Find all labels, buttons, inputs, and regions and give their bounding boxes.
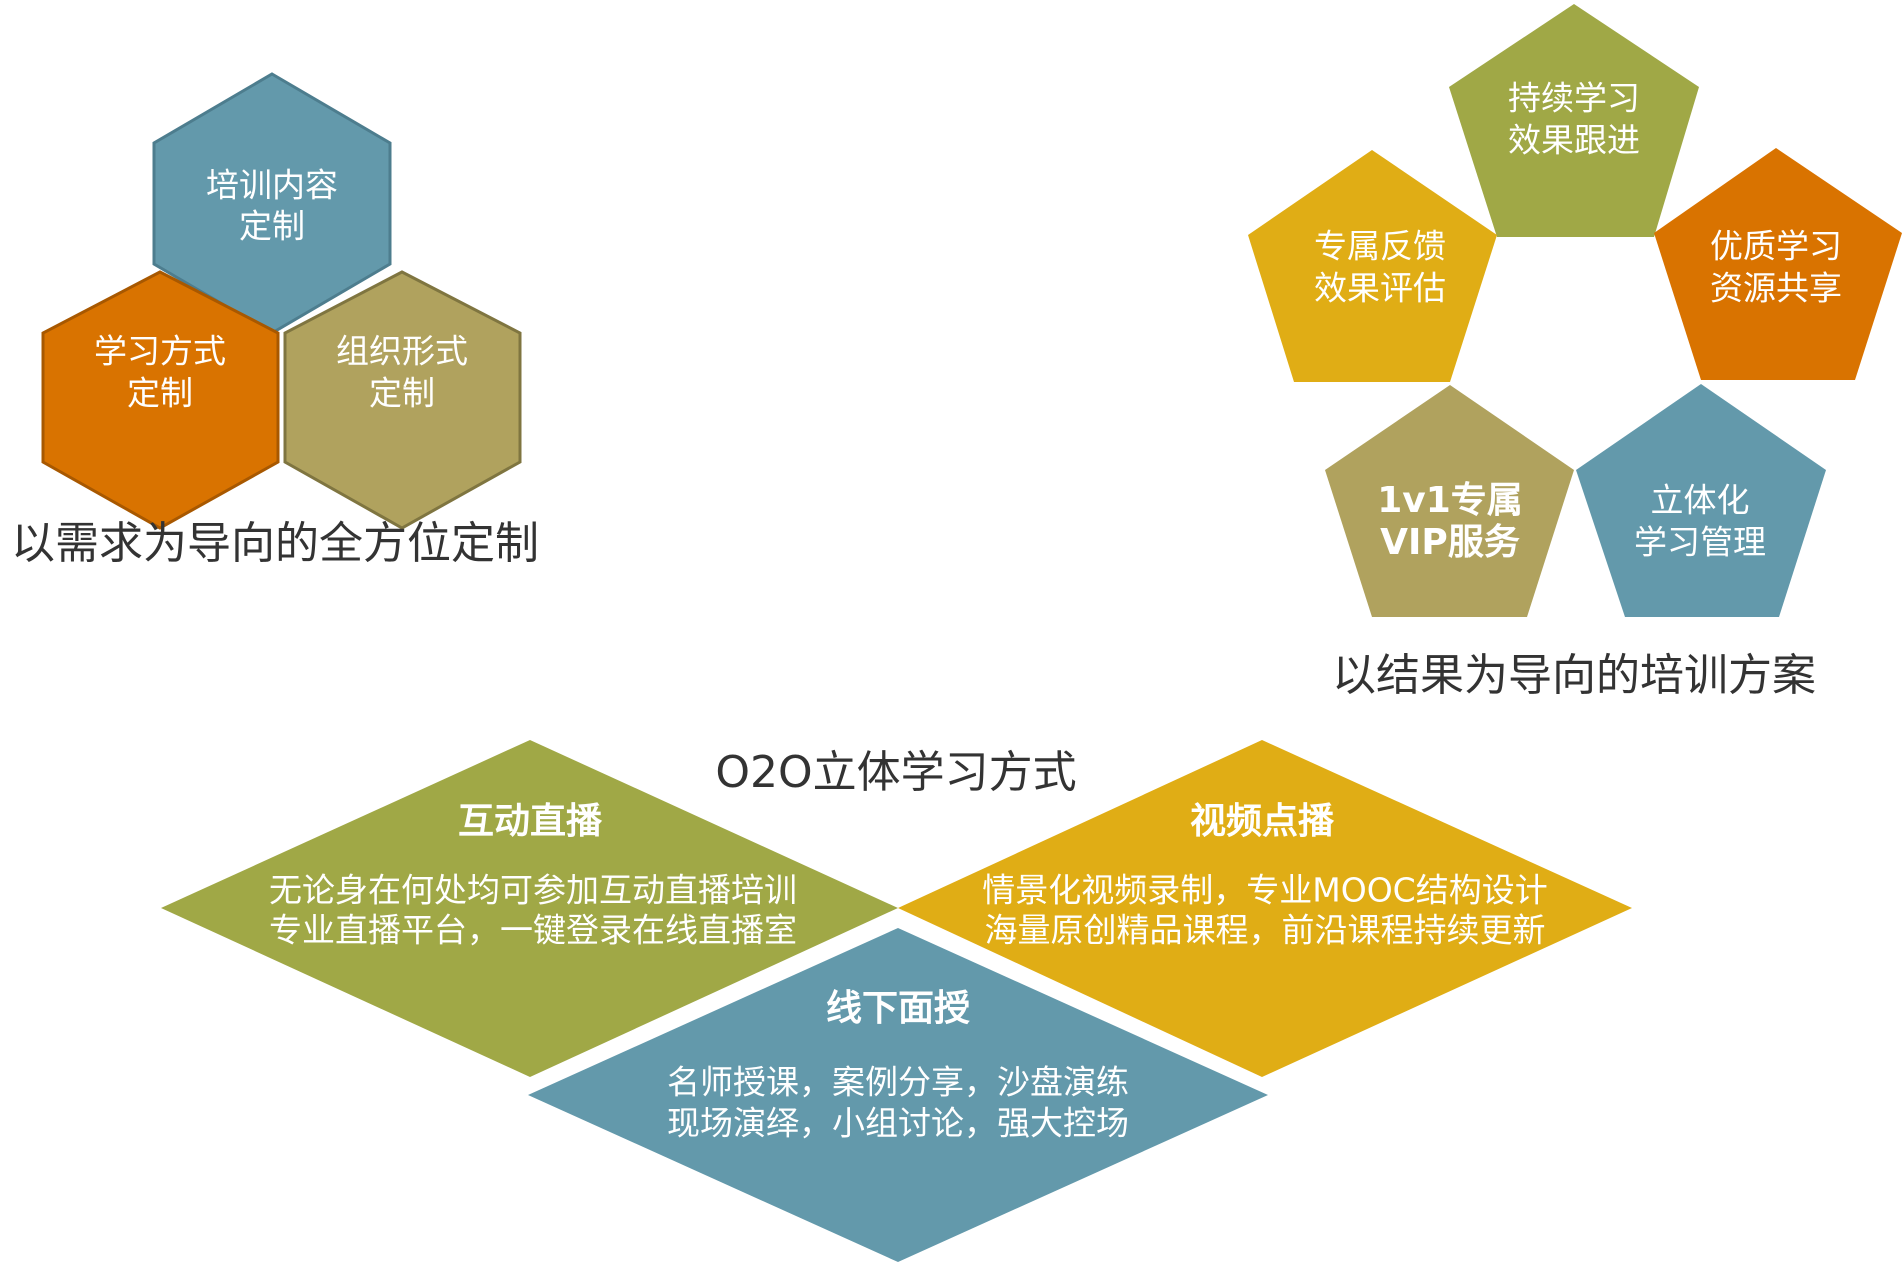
diamond-text: 现场演绎，小组讨论，强大控场 [667, 1104, 1129, 1143]
diamond-heading: 互动直播 [458, 801, 603, 842]
hexagon-format-customization: 组织形式 定制 [283, 270, 522, 530]
pentagon-label: 资源共享 [1710, 269, 1842, 308]
pentagon-label: 学习管理 [1634, 523, 1766, 562]
hexagon-label: 定制 [369, 374, 435, 413]
pentagon-feedback-evaluation: 专属反馈 效果评估 [1248, 150, 1497, 382]
o2o-title: O2O立体学习方式 [715, 747, 1076, 798]
diamond-text: 专业直播平台，一键登录在线直播室 [269, 911, 797, 950]
needs-caption: 以需求为导向的全方位定制 [11, 518, 539, 569]
pentagon-label: 优质学习 [1710, 227, 1842, 266]
pentagon-vip-service: 1v1专属 VIP服务 [1325, 385, 1574, 617]
hexagon-label: 学习方式 [94, 332, 226, 371]
pentagon-resource-sharing: 优质学习 资源共享 [1654, 148, 1902, 380]
hexagon-label: 定制 [127, 374, 193, 413]
diamond-text: 情景化视频录制，专业MOOC结构设计 [982, 871, 1547, 910]
pentagon-continuous-followup: 持续学习 效果跟进 [1449, 4, 1699, 237]
diamond-heading: 视频点播 [1190, 801, 1335, 842]
pentagon-label: 效果评估 [1314, 269, 1446, 308]
results-caption: 以结果为导向的培训方案 [1332, 650, 1816, 701]
diamond-text: 名师授课，案例分享，沙盘演练 [667, 1063, 1129, 1102]
pentagon-label: 效果跟进 [1508, 121, 1640, 160]
pentagon-label: 1v1专属 [1377, 480, 1523, 521]
hexagon-label: 定制 [239, 207, 305, 246]
hexagon-label: 组织形式 [336, 332, 468, 371]
diamond-text: 海量原创精品课程，前沿课程持续更新 [985, 911, 1546, 950]
pentagon-learning-management: 立体化 学习管理 [1576, 384, 1826, 617]
pentagon-label: 专属反馈 [1314, 227, 1446, 266]
diamond-heading: 线下面授 [826, 988, 970, 1029]
hexagon-label: 培训内容 [206, 166, 338, 205]
diamond-text: 无论身在何处均可参加互动直播培训 [269, 871, 797, 910]
diamond-live-streaming: 互动直播 无论身在何处均可参加互动直播培训 专业直播平台，一键登录在线直播室 [161, 740, 898, 1077]
pentagon-label: 持续学习 [1508, 79, 1640, 118]
diamond-offline-teaching: 线下面授 名师授课，案例分享，沙盘演练 现场演绎，小组讨论，强大控场 [528, 928, 1268, 1262]
hexagon-method-customization: 学习方式 定制 [41, 270, 280, 530]
pentagon-label: 立体化 [1651, 481, 1750, 520]
pentagon-label: VIP服务 [1380, 522, 1520, 563]
diamond-video-on-demand: 视频点播 情景化视频录制，专业MOOC结构设计 海量原创精品课程，前沿课程持续更… [898, 740, 1632, 1077]
